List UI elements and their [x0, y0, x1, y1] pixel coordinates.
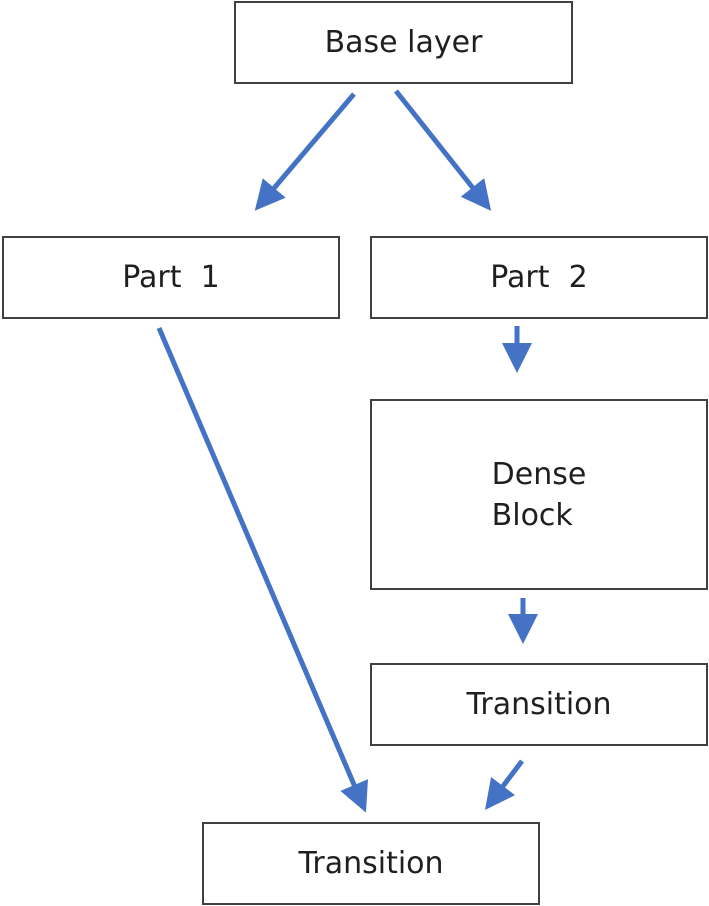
transition-node: Transition — [370, 663, 708, 746]
part-2-node: Part 2 — [370, 236, 708, 319]
part-1-node: Part 1 — [2, 236, 340, 319]
dense-block-node: Dense Block — [370, 399, 708, 590]
transition-label: Transition — [466, 687, 612, 722]
part-2-label: Part 2 — [490, 260, 588, 295]
arrow-base-to-part-1 — [254, 92, 356, 211]
base-layer-label: Base layer — [324, 25, 483, 60]
final-transition-label: Transition — [298, 846, 444, 881]
dense-block-label: Dense Block — [491, 456, 587, 533]
arrow-transition-to-final-transition — [484, 759, 524, 810]
base-layer-node: Base layer — [234, 1, 573, 84]
final-transition-node: Transition — [202, 822, 540, 905]
arrow-base-to-part-2 — [394, 89, 492, 211]
part-1-label: Part 1 — [122, 260, 220, 295]
arrow-part-1-to-final-transition — [156, 327, 368, 813]
